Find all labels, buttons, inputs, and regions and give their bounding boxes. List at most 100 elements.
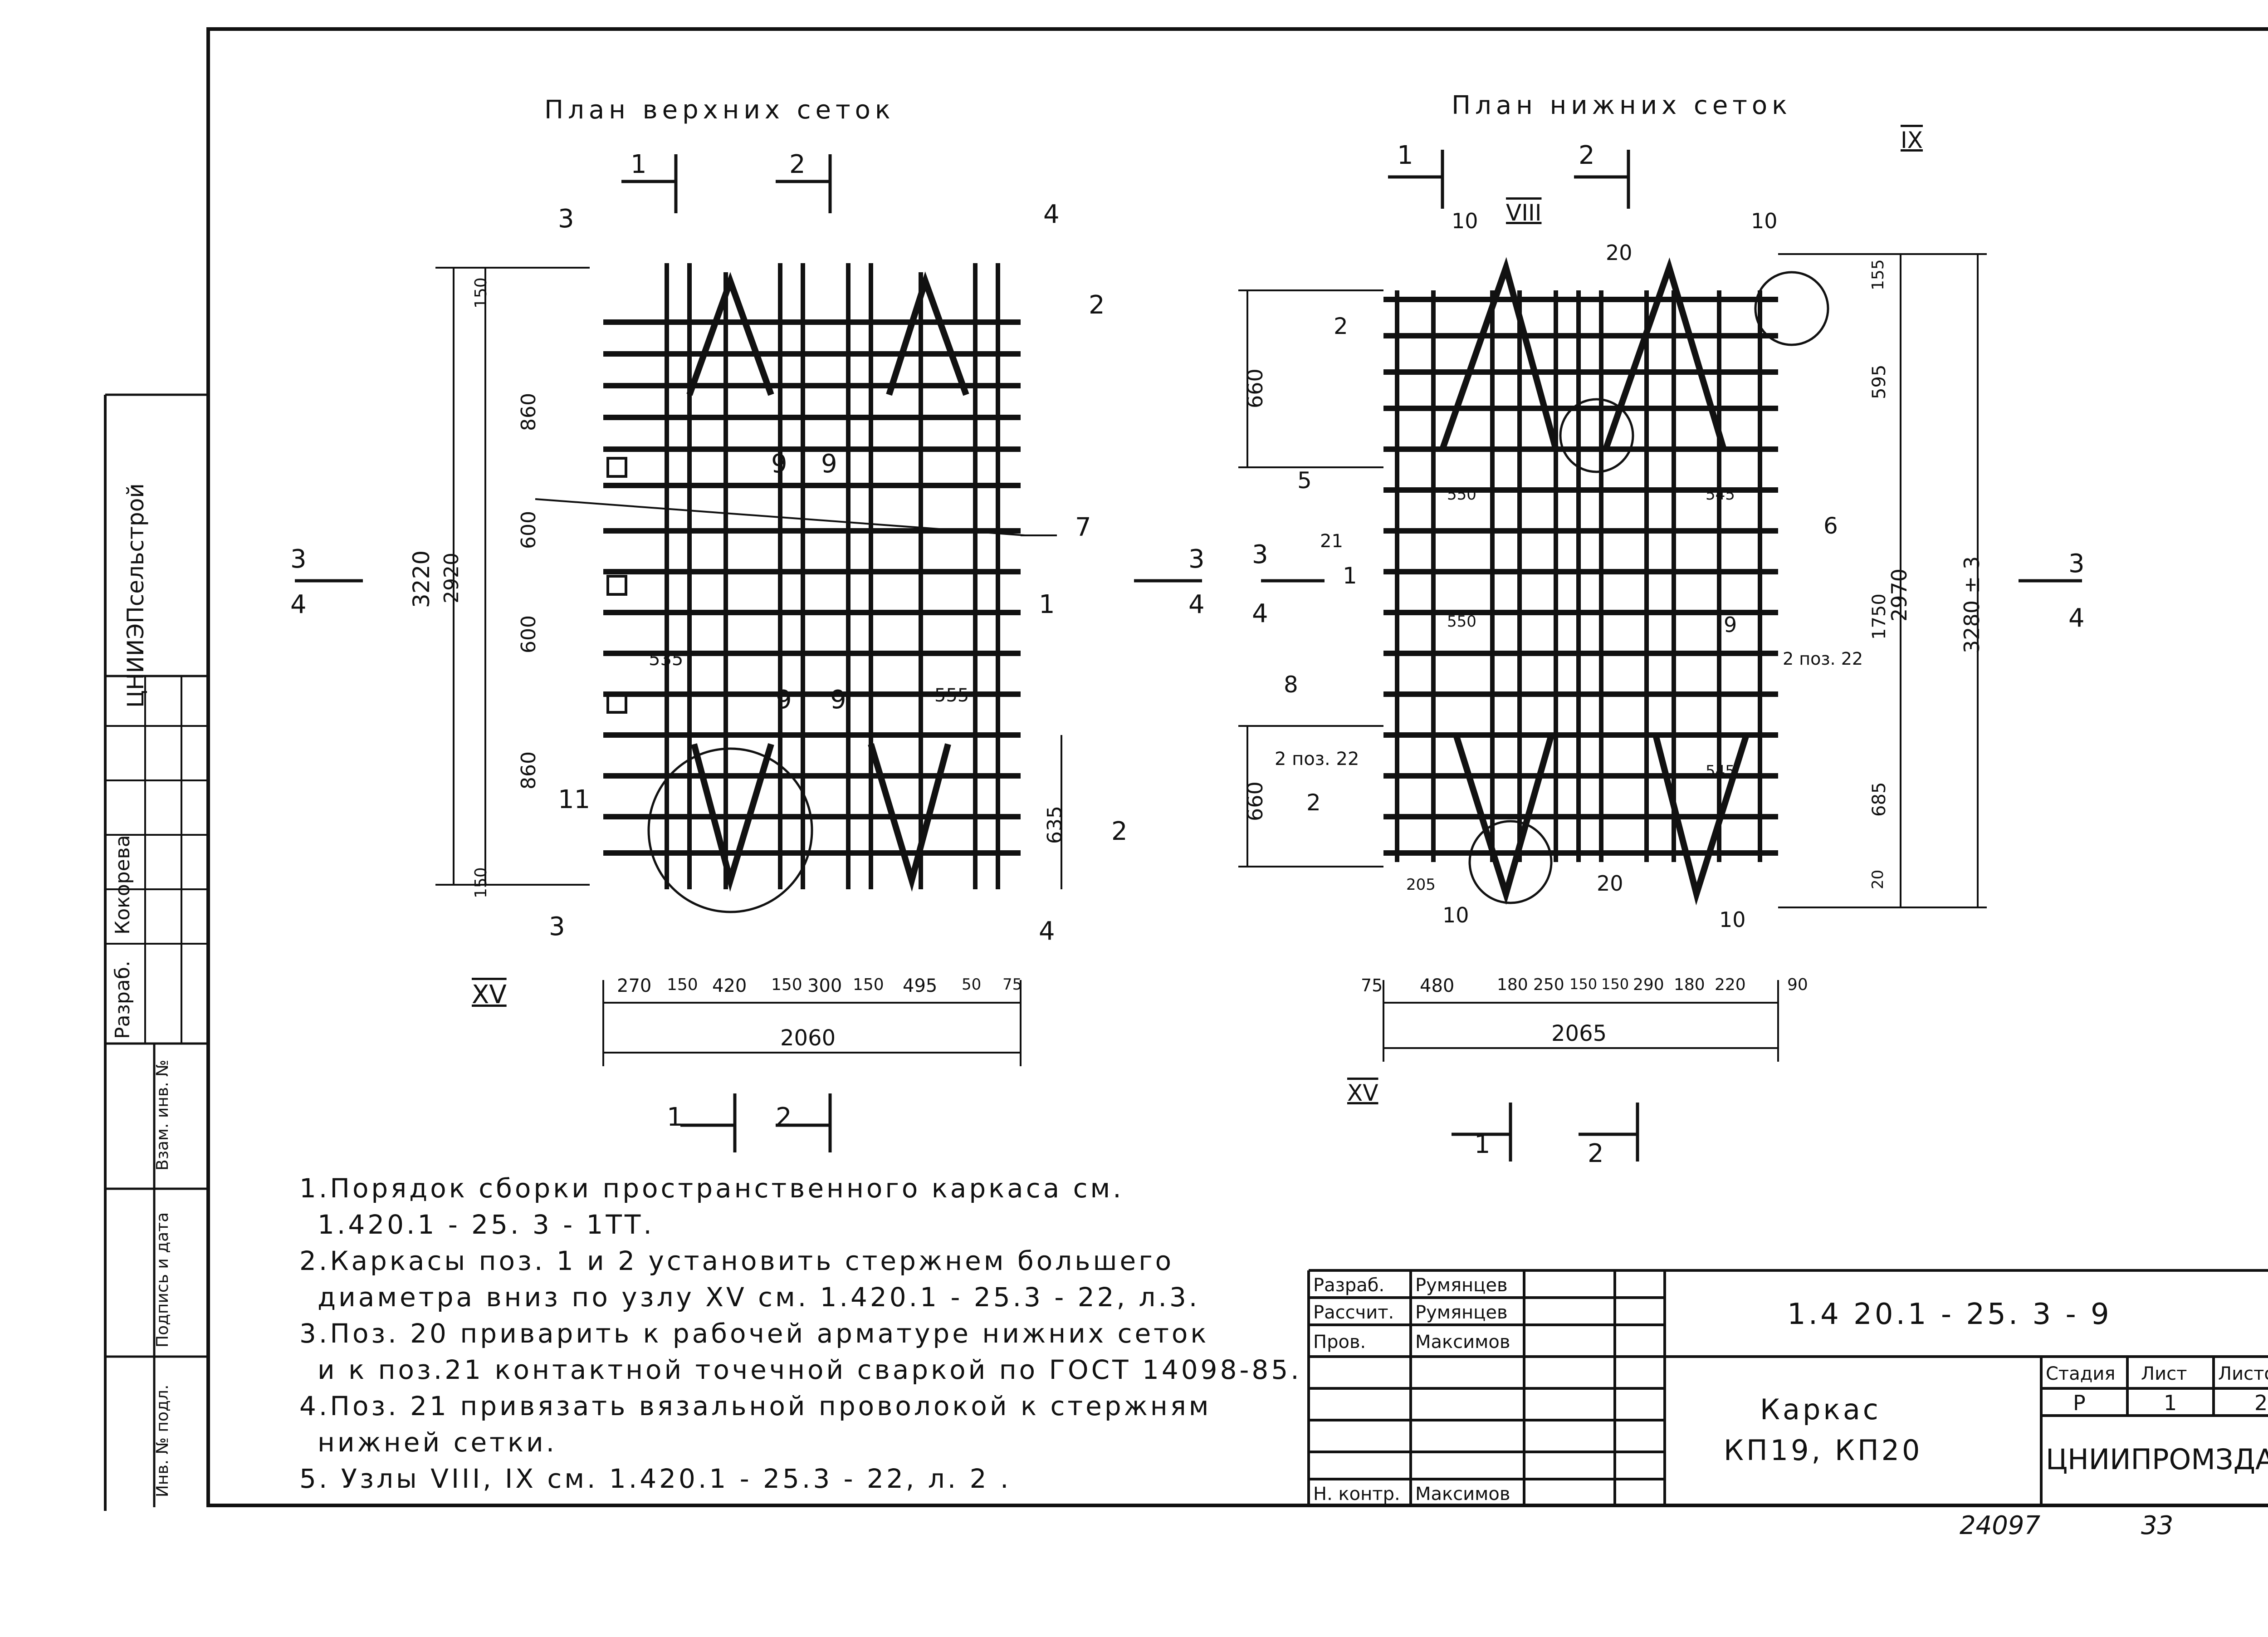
upper-section-3-right: 3 xyxy=(1188,544,1205,574)
callout-9-b: 9 xyxy=(821,449,837,479)
callout-11: 11 xyxy=(558,785,591,814)
lower-section-2-bottom: 2 xyxy=(1588,1139,1604,1168)
node-xv-lower: XV xyxy=(1347,1080,1378,1106)
label-550-a: 550 xyxy=(1447,485,1476,504)
lower-plan-title: План нижних сеток xyxy=(1452,91,1792,120)
dim-left-150-bottom: 150 xyxy=(472,867,490,898)
upper-section-2-bottom: 2 xyxy=(776,1103,792,1132)
lower-section-3-left: 3 xyxy=(1252,540,1268,569)
tb-org: ЦНИИПРОМЗДАНИЙ xyxy=(2046,1443,2268,1476)
dim-bottom-300: 300 xyxy=(807,975,842,996)
callout-1: 1 xyxy=(1039,590,1055,619)
callout-2-lower-top: 2 xyxy=(1334,313,1348,339)
callout-4-bottom: 4 xyxy=(1039,917,1055,946)
dim-overall-3280: 3280 ± 3 xyxy=(1960,556,1984,653)
dim-bottom-90: 90 xyxy=(1787,975,1808,994)
tb-role-0: Разраб. xyxy=(1313,1275,1385,1296)
note-3a: 3.Поз. 20 приварить к рабочей арматуре н… xyxy=(299,1318,1209,1349)
dim-right-595: 595 xyxy=(1869,364,1890,399)
callout-20-top: 20 xyxy=(1606,240,1633,265)
callout-7: 7 xyxy=(1075,513,1091,542)
callout-2-lower-bottom: 2 xyxy=(1306,789,1321,816)
dim-right-155: 155 xyxy=(1869,259,1887,290)
dim-bottom-270: 270 xyxy=(617,975,652,996)
note-4b: нижней сетки. xyxy=(318,1427,557,1458)
upper-section-4-right: 4 xyxy=(1188,590,1205,619)
tb-sheet-label: Лист xyxy=(2141,1363,2187,1384)
node-viii: VIII xyxy=(1506,200,1542,226)
dim-bottom-290: 290 xyxy=(1633,975,1664,994)
callout-21: 21 xyxy=(1320,531,1343,552)
dim-bottom-50: 50 xyxy=(962,975,982,994)
footer-page: 33 xyxy=(2141,1511,2174,1540)
note-1a: 1.Порядок сборки пространственного карка… xyxy=(299,1173,1124,1204)
label-550-b: 550 xyxy=(1447,613,1476,631)
tb-role-2: Пров. xyxy=(1313,1332,1366,1353)
label-205: 205 xyxy=(1406,876,1436,894)
dim-bottom-75-lower: 75 xyxy=(1361,975,1383,995)
doc-code: 1.4 20.1 - 25. 3 - 9 xyxy=(1787,1298,2112,1331)
dim-right-685: 685 xyxy=(1869,782,1890,817)
callout-5: 5 xyxy=(1297,467,1312,494)
dim-bottom-75: 75 xyxy=(1002,975,1022,994)
dim-bottom-150-a: 150 xyxy=(667,975,698,994)
note-3b: и к поз.21 контактной точечной сваркой п… xyxy=(318,1354,1302,1385)
dim-left-150-top: 150 xyxy=(472,277,490,309)
lower-section-4-right: 4 xyxy=(2068,603,2085,633)
dim-660-bottom: 660 xyxy=(1243,781,1267,821)
dim-bottom-250: 250 xyxy=(1533,975,1564,994)
lower-section-1-bottom: 1 xyxy=(1474,1130,1491,1159)
dim-left-860-top: 860 xyxy=(517,393,540,431)
dim-555: 555 xyxy=(934,685,969,706)
label-2poz22-right: 2 поз. 22 xyxy=(1783,649,1863,669)
callout-2-top: 2 xyxy=(1089,290,1105,320)
dim-total-2065: 2065 xyxy=(1551,1021,1607,1046)
label-545-a: 545 xyxy=(1706,485,1735,504)
dim-660-top: 660 xyxy=(1243,368,1267,408)
callout-9-c: 9 xyxy=(776,685,792,715)
callout-3-bottom: 3 xyxy=(549,912,565,941)
label-545-b: 545 xyxy=(1706,762,1735,780)
callout-4-top: 4 xyxy=(1043,200,1060,229)
tb-sheets-label: Листов xyxy=(2218,1363,2268,1384)
tb-name-0: Румянцев xyxy=(1415,1275,1508,1296)
callout-2-bottom: 2 xyxy=(1111,817,1128,846)
dim-bottom-150-b: 150 xyxy=(771,975,802,994)
footer-inventory: 24097 xyxy=(1960,1511,2041,1540)
callout-10-b: 10 xyxy=(1751,209,1778,233)
dim-535: 535 xyxy=(649,649,684,670)
dim-bottom-150-la: 150 xyxy=(1569,975,1598,993)
dim-bottom-495: 495 xyxy=(903,975,938,996)
dim-635: 635 xyxy=(1043,806,1066,844)
tb-name-1: Румянцев xyxy=(1415,1302,1508,1323)
tb-role-1: Рассчит. xyxy=(1313,1302,1394,1323)
dim-bottom-150-c: 150 xyxy=(853,975,884,994)
drawing-frame xyxy=(206,27,2268,1507)
tb-stage-label: Стадия xyxy=(2046,1363,2116,1384)
tb-sheet: 1 xyxy=(2164,1391,2177,1415)
note-1b: 1.420.1 - 25. 3 - 1ТТ. xyxy=(318,1209,655,1240)
tb-sheets: 2 xyxy=(2254,1391,2268,1415)
dim-overall-3220: 3220 xyxy=(408,550,435,608)
lower-section-3-right: 3 xyxy=(2068,549,2085,578)
callout-9-d: 9 xyxy=(830,685,846,715)
callout-9-a: 9 xyxy=(771,449,787,479)
dim-inner-2920: 2920 xyxy=(440,553,463,603)
tb-name-6: Максимов xyxy=(1415,1484,1510,1505)
dim-right-20: 20 xyxy=(1869,869,1887,889)
upper-section-2-top: 2 xyxy=(789,150,806,179)
note-5: 5. Узлы VIII, IX см. 1.420.1 - 25.3 - 22… xyxy=(299,1463,1012,1494)
title-line-1: Каркас xyxy=(1760,1393,1881,1426)
dim-bottom-480: 480 xyxy=(1420,975,1455,996)
dim-bottom-180-b: 180 xyxy=(1674,975,1705,994)
callout-10-d: 10 xyxy=(1719,907,1746,932)
note-2a: 2.Каркасы поз. 1 и 2 установить стержнем… xyxy=(299,1245,1174,1276)
lower-section-2-top: 2 xyxy=(1579,141,1595,170)
dim-bottom-420: 420 xyxy=(712,975,747,996)
dim-left-860-bottom: 860 xyxy=(517,751,540,789)
dim-total-2060: 2060 xyxy=(780,1025,836,1051)
upper-section-1-top: 1 xyxy=(631,150,647,179)
callout-6: 6 xyxy=(1823,513,1838,539)
dim-left-600-b: 600 xyxy=(517,615,540,653)
